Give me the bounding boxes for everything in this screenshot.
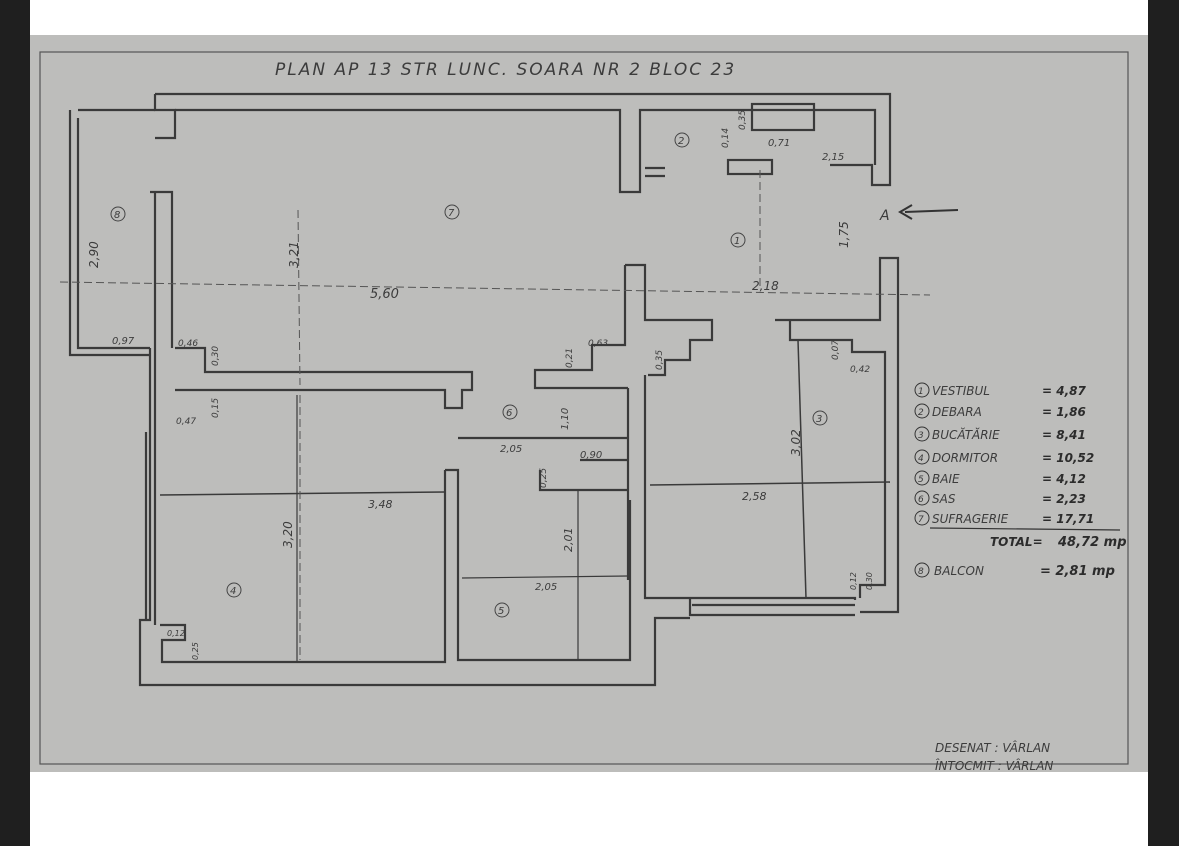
dim-3-21: 3,21 (287, 241, 301, 268)
dim-0-71: 0,71 (768, 138, 790, 149)
dim-0-30b: 0,30 (865, 572, 874, 590)
signature-drawn: DESENAT : VÂRLAN (935, 740, 1050, 755)
walls (39, 51, 1129, 765)
room-number-4: 4 (230, 586, 236, 597)
dim-0-35: 0,35 (738, 110, 748, 130)
dim-2-58: 2,58 (742, 490, 767, 503)
legend-row-2: 2 DEBARA = 1,86 (914, 403, 1086, 419)
dim-0-63: 0,63 (588, 339, 608, 349)
svg-text:7: 7 (918, 515, 924, 525)
section-arrow (898, 204, 959, 220)
legend-value-2: = 1,86 (1042, 405, 1086, 419)
plan-title: PLAN AP 13 STR LUNC. SOARA NR 2 BLOC 23 (275, 60, 736, 80)
room-number-5: 5 (498, 606, 504, 617)
legend-value-3: = 8,41 (1042, 428, 1086, 442)
dim-2-90: 2,90 (87, 241, 101, 268)
svg-text:3: 3 (918, 431, 924, 441)
room-number-8: 8 (114, 210, 120, 221)
legend-name-1: VESTIBUL (932, 384, 990, 398)
room-number-3: 3 (816, 414, 822, 425)
dim-0-97: 0,97 (112, 336, 135, 347)
legend-name-4: DORMITOR (932, 451, 998, 465)
legend-row-1: 1 VESTIBUL = 4,87 (914, 382, 1086, 398)
room-legend: 1 VESTIBUL = 4,87 2 DEBARA = 1,86 3 BUCĂ… (914, 382, 1127, 579)
room-number-1: 1 (734, 236, 740, 247)
dim-3-02: 3,02 (789, 429, 803, 456)
svg-text:1: 1 (918, 387, 924, 397)
dim-0-90: 0,90 (580, 450, 602, 461)
dim-2-18: 2,18 (752, 279, 779, 293)
legend-row-6: 6 SAS = 2,23 (914, 490, 1086, 506)
dim-0-14: 0,14 (721, 128, 731, 148)
legend-value-5: = 4,12 (1042, 472, 1086, 486)
room-number-7: 7 (448, 208, 455, 219)
legend-row-7: 7 SUFRAGERIE = 17,71 (914, 510, 1094, 526)
legend-name-2: DEBARA (932, 405, 982, 419)
legend-name-3: BUCĂTĂRIE (932, 427, 1000, 442)
dimension-labels: 2,90 3,21 5,60 2,18 1,75 0,14 0,35 0,71 … (87, 110, 874, 660)
legend-row-balcony: 8 BALCON = 2,81 mp (914, 562, 1115, 579)
legend-value-6: = 2,23 (1042, 492, 1086, 506)
total-label: TOTAL= (990, 535, 1043, 549)
svg-text:5: 5 (918, 475, 924, 485)
dim-2-05b: 2,05 (535, 582, 557, 593)
balcony-name: BALCON (934, 564, 984, 578)
dim-0-46: 0,46 (178, 339, 198, 349)
dim-0-47: 0,47 (176, 417, 196, 427)
dim-0-42: 0,42 (850, 365, 870, 375)
svg-text:4: 4 (918, 454, 924, 464)
dim-0-12b: 0,12 (167, 629, 185, 638)
legend-row-3: 3 BUCĂTĂRIE = 8,41 (914, 426, 1086, 442)
dim-0-12: 0,12 (849, 572, 858, 590)
room-number-6: 6 (506, 408, 512, 419)
measurement-lines (59, 170, 931, 660)
dim-0-21: 0,21 (565, 348, 575, 368)
legend-name-5: BAIE (932, 472, 960, 486)
legend-row-4: 4 DORMITOR = 10,52 (914, 449, 1094, 465)
signature-checked: ÎNTOCMIT : VÂRLAN (935, 758, 1053, 773)
dim-0-07: 0,07 (831, 340, 841, 360)
balcony-value: = 2,81 mp (1040, 564, 1115, 579)
legend-value-1: = 4,87 (1042, 384, 1086, 398)
dim-5-60: 5,60 (370, 287, 399, 302)
dim-2-05: 2,05 (500, 444, 522, 455)
legend-value-4: = 10,52 (1042, 451, 1094, 465)
legend-name-7: SUFRAGERIE (932, 512, 1009, 526)
svg-text:2: 2 (918, 408, 924, 418)
dim-0-15: 0,15 (211, 398, 221, 418)
floor-plan-paper (30, 35, 1148, 772)
dim-2-01: 2,01 (562, 528, 575, 553)
room-markers (110, 132, 828, 618)
dim-0-25: 0,25 (539, 468, 549, 488)
room-number-2: 2 (678, 136, 684, 147)
legend-row-5: 5 BAIE = 4,12 (914, 470, 1086, 486)
total-value: 48,72 mp (1057, 535, 1127, 550)
section-arrow-label: A (879, 208, 890, 224)
svg-text:8: 8 (918, 567, 924, 577)
dim-2-15: 2,15 (822, 152, 844, 163)
legend-name-6: SAS (932, 492, 956, 506)
dim-0-35b: 0,35 (655, 350, 665, 370)
dim-1-10: 1,10 (560, 408, 571, 430)
dim-3-20: 3,20 (281, 521, 295, 548)
legend-value-7: = 17,71 (1042, 512, 1094, 526)
dim-3-48: 3,48 (368, 498, 393, 511)
dim-1-75: 1,75 (837, 221, 851, 248)
dim-0-25b: 0,25 (191, 642, 200, 660)
svg-text:6: 6 (918, 495, 924, 505)
dim-0-30: 0,30 (211, 346, 221, 366)
